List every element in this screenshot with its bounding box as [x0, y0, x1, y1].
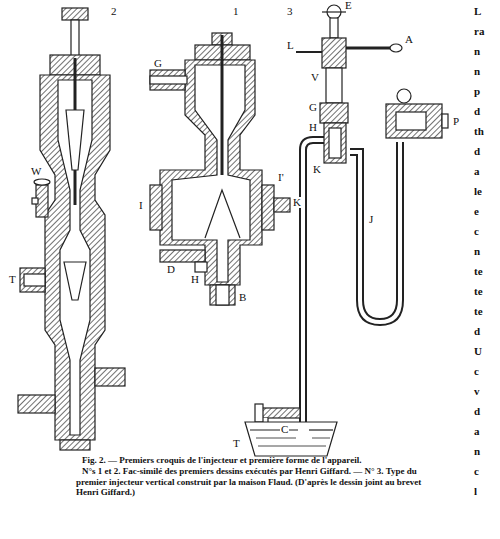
callout-letter: 1 — [232, 6, 240, 17]
callout-letter: I — [138, 200, 144, 211]
cut-text-fragment: d — [474, 406, 480, 417]
callout-letter: K — [292, 197, 302, 208]
cut-text-fragment: te — [474, 266, 483, 277]
cut-text-fragment: n — [474, 246, 480, 257]
callout-letter: D — [166, 264, 176, 275]
callout-letter: 2 — [110, 6, 118, 17]
cut-text-fragment: l — [474, 486, 477, 497]
cut-text-fragment: c — [474, 226, 479, 237]
callout-letter: T — [232, 438, 241, 449]
callout-letter: B — [238, 292, 247, 303]
cut-text-fragment: a — [474, 426, 480, 437]
cut-text-fragment: c — [474, 366, 479, 377]
figure-title: Fig. 2. — Premiers croquis de l'injecteu… — [76, 455, 444, 466]
callout-letter: W — [30, 166, 42, 177]
cut-text-fragment: d — [474, 146, 480, 157]
callout-letter: E — [344, 0, 353, 11]
callout-letter: V — [310, 72, 320, 83]
cut-text-fragment: v — [474, 386, 480, 397]
cut-text-fragment: p — [474, 86, 480, 97]
cut-text-fragment: a — [474, 166, 480, 177]
cut-text-fragment: ra — [474, 26, 484, 37]
callout-letter: H — [308, 122, 318, 133]
callout-letter: I' — [277, 172, 285, 183]
cut-text-fragment: te — [474, 286, 483, 297]
cut-text-fragment: c — [474, 466, 479, 477]
callout-letter: P — [452, 116, 460, 127]
cut-text-fragment: n — [474, 446, 480, 457]
cut-text-fragment: e — [474, 206, 479, 217]
callout-letter: C — [280, 424, 289, 435]
cut-text-fragment: th — [474, 126, 484, 137]
figure-caption: N°s 1 et 2. Fac-similé des premiers dess… — [76, 466, 444, 498]
callout-letter: J — [368, 214, 374, 225]
callout-letter: L — [286, 40, 295, 51]
cut-text-fragment: te — [474, 306, 483, 317]
cut-text-fragment: d — [474, 326, 480, 337]
callout-letter: H — [190, 274, 200, 285]
caption-block: Fig. 2. — Premiers croquis de l'injecteu… — [76, 455, 444, 498]
cut-text-fragment: U — [474, 346, 482, 357]
callout-letter: 3 — [286, 6, 294, 17]
cut-text-fragment: n — [474, 46, 480, 57]
cut-text-fragment: n — [474, 66, 480, 77]
cut-text-fragment: d — [474, 106, 480, 117]
callout-letter: K — [312, 164, 322, 175]
callout-letter: G — [153, 58, 163, 69]
callout-letter: G — [308, 102, 318, 113]
callout-letter: T — [8, 274, 17, 285]
cut-text-fragment: le — [474, 186, 482, 197]
callout-letter: A — [404, 34, 414, 45]
cut-text-fragment: L — [474, 6, 481, 17]
